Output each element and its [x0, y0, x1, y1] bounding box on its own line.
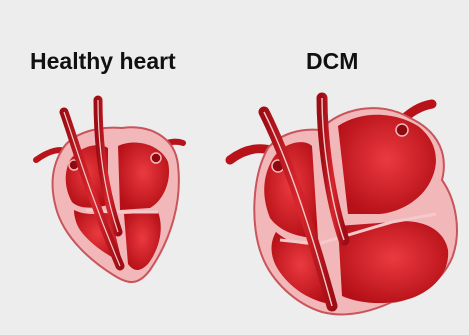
healthy-heart-icon — [36, 100, 183, 282]
dcm-label: DCM — [306, 50, 358, 73]
healthy-heart-label: Healthy heart — [30, 50, 176, 73]
dcm-heart-icon — [230, 98, 457, 314]
